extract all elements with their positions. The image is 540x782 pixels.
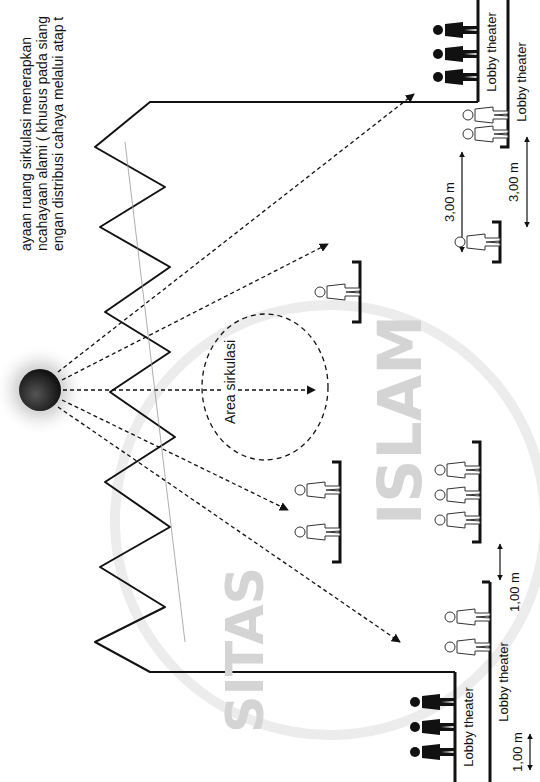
watermark: SITAS <box>217 567 273 733</box>
dimension: 1,00 m <box>510 732 526 772</box>
dashed-ellipse <box>200 312 330 462</box>
space-label: Lobby theater <box>496 642 512 722</box>
dimension: 1,00 m <box>507 572 523 612</box>
dimension: 3,00 m <box>442 182 458 222</box>
note-text: ayaan ruang sirkulasi menerapkan ncahaya… <box>18 3 66 251</box>
roof-line <box>125 142 185 642</box>
watermark: ISLAM <box>368 315 432 525</box>
dimension: 3,00 m <box>506 162 522 202</box>
area-label: Area sirkulasi <box>222 338 238 426</box>
circulation-area: Area sirkulasi <box>200 312 330 462</box>
roof-outline <box>95 102 478 672</box>
space-label: Lobby theater <box>484 12 500 92</box>
dimension-lines <box>462 137 530 770</box>
sun <box>19 369 61 411</box>
space-label: Lobby theater <box>461 687 477 767</box>
space-label: Lobby theater <box>514 42 530 122</box>
floor-slabs <box>332 0 508 782</box>
people-light <box>295 107 508 655</box>
watermark-ring <box>115 305 540 735</box>
